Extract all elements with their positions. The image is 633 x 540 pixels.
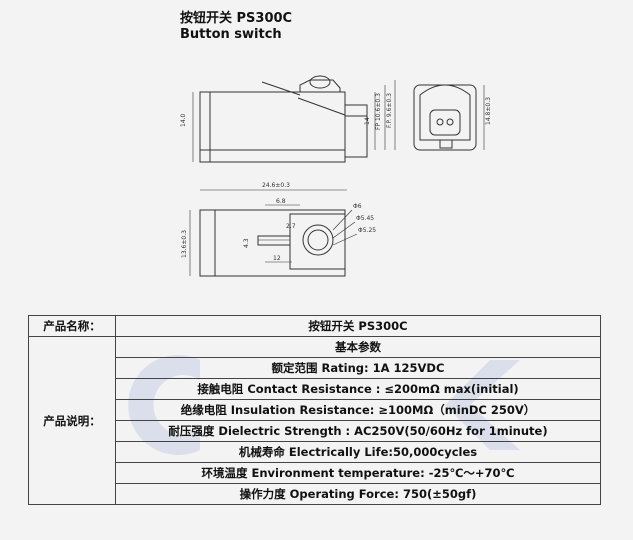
dim-line [332, 209, 353, 231]
end-view-button [429, 109, 461, 136]
dim-line [332, 221, 356, 239]
product-name-label: 产品名称： [28, 315, 116, 337]
dim-label: 24.6±0.3 [262, 182, 290, 189]
table-row: 产品说明： 基本参数 [28, 336, 601, 505]
product-title-cn: 按钮开关 PS300C [180, 11, 293, 26]
spec-row: 额定范围 Rating: 1A 125VDC [115, 357, 601, 379]
product-name-value: 按钮开关 PS300C [115, 315, 601, 337]
dim-label: 12 [273, 255, 281, 262]
dim-label: F.P. 9.6±0.3 [386, 93, 393, 128]
dim-label: 14.0 [180, 113, 187, 127]
dim-label: Φ6 [353, 203, 362, 210]
spec-row: 绝缘电阻 Insulation Resistance: ≥100MΩ（minDC… [115, 399, 601, 421]
end-view-inner [419, 84, 471, 141]
side-view-tab [344, 104, 368, 158]
side-view-body [199, 91, 346, 163]
end-view-pin [446, 118, 454, 126]
side-view-lever [297, 97, 346, 116]
spec-row: 接触电阻 Contact Resistance : ≤200mΩ max(ini… [115, 378, 601, 400]
spec-row: 操作力度 Operating Force: 750(±50gf) [115, 483, 601, 505]
dim-label: 2.7 [286, 223, 296, 230]
product-desc-label: 产品说明： [28, 336, 116, 505]
dim-line [332, 233, 358, 246]
table-row: 额定范围 Rating: 1A 125VDC [29, 357, 601, 379]
bottom-view-plunger-box [289, 213, 346, 270]
spec-row: 耐压强度 Dielectric Strength : AC250V(50/60H… [115, 420, 601, 442]
end-view: 14.8±0.3 [413, 84, 492, 151]
dim-label: 14 [364, 117, 371, 125]
dim-label: Φ5.45 [356, 215, 374, 222]
side-view-actuator [299, 79, 341, 92]
technical-drawing: 14.0 14 FP 10.6±0.3 F.P. 9.6±0.3 14.8±0.… [180, 75, 492, 277]
bottom-view-plunger-inner [307, 229, 329, 251]
end-view-tab [439, 139, 453, 149]
bottom-view-body [199, 209, 346, 277]
table-row: 操作力度 Operating Force: 750(±50gf) [29, 483, 601, 505]
bottom-view-slot [257, 235, 291, 246]
bottom-view: 24.6±0.3 6.8 2.7 13.6±0.3 4.3 12 Φ6 Φ5.4… [181, 182, 376, 277]
end-view-pin [436, 118, 444, 126]
table-row: 接触电阻 Contact Resistance : ≤200mΩ max(ini… [29, 378, 601, 400]
table-row: 机械寿命 Electrically Life:50,000cycles [29, 441, 601, 463]
side-view-actuator-cap [309, 75, 331, 89]
side-view: 14.0 14 FP 10.6±0.3 F.P. 9.6±0.3 [180, 75, 396, 163]
dim-label: 13.6±0.3 [181, 230, 188, 258]
dim-label: 14.8±0.3 [485, 97, 492, 125]
spec-row: 基本参数 [115, 336, 601, 358]
table-row: 绝缘电阻 Insulation Resistance: ≥100MΩ（minDC… [29, 399, 601, 421]
spec-row: 机械寿命 Electrically Life:50,000cycles [115, 441, 601, 463]
table-row: 产品名称： 按钮开关 PS300C [28, 315, 601, 337]
spec-table: 产品名称： 按钮开关 PS300C 产品说明： 基本参数 额定范围 Rating… [28, 315, 601, 505]
dim-label: Φ5.25 [358, 227, 376, 234]
bottom-view-plunger-outer [302, 224, 334, 256]
dim-label: 6.8 [276, 198, 286, 205]
dim-label: FP 10.6±0.3 [375, 93, 382, 130]
table-row: 耐压强度 Dielectric Strength : AC250V(50/60H… [29, 420, 601, 442]
spec-row: 环境温度 Environment temperature: -25℃～+70℃ [115, 462, 601, 484]
side-view-lever [261, 81, 301, 96]
dim-label: 4.3 [243, 238, 250, 248]
product-title-en: Button switch [180, 27, 282, 42]
